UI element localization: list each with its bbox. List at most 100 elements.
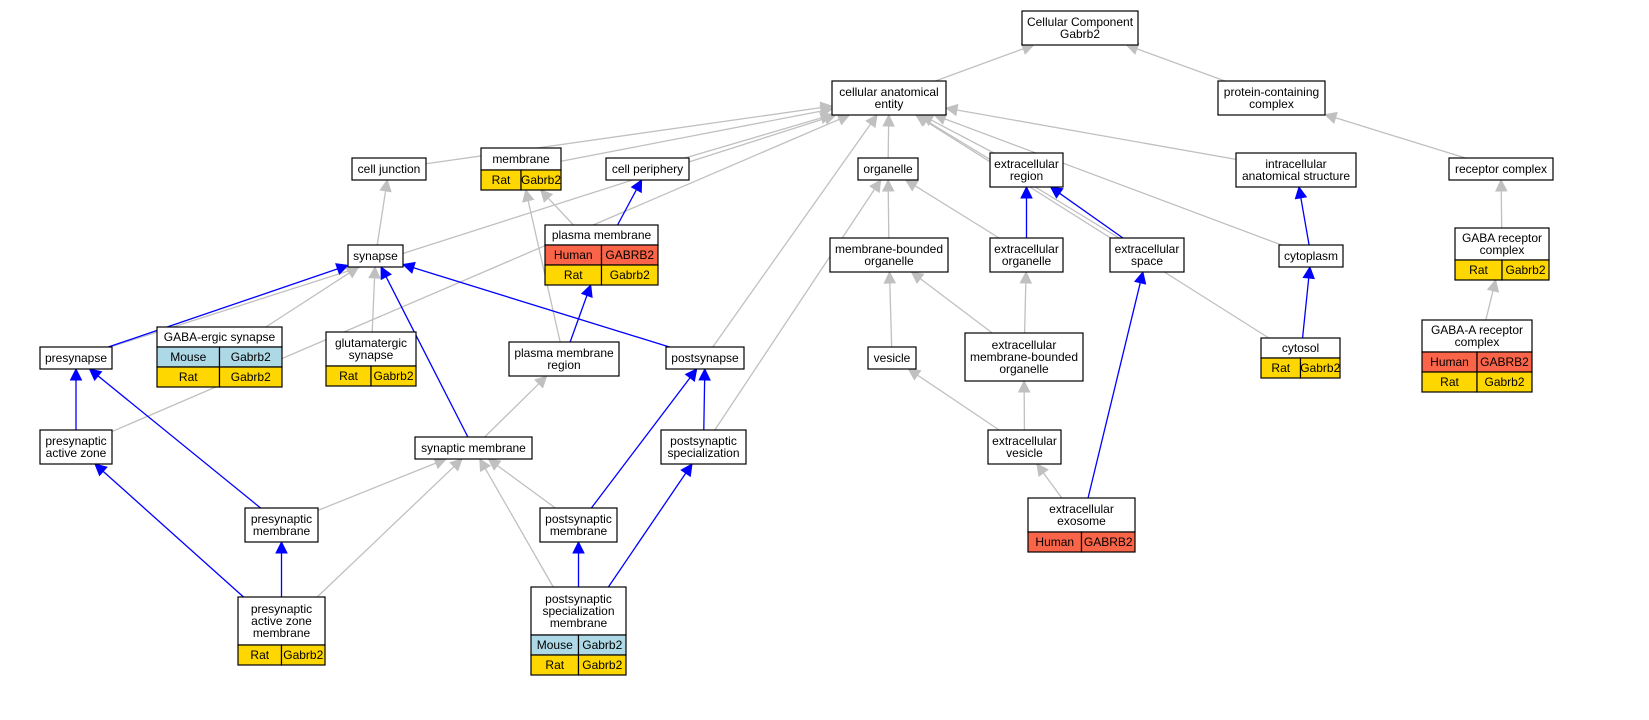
edge-glu-to-syn: [368, 265, 381, 333]
term-node-rc[interactable]: receptor complex: [1448, 157, 1554, 181]
edge-syn-to-cj: [376, 178, 392, 246]
term-box[interactable]: [1109, 237, 1185, 273]
term-label: membrane: [550, 524, 608, 538]
edge-prem-to-sm: [317, 457, 448, 511]
edge-line: [590, 377, 691, 509]
edge-arrowhead: [380, 266, 392, 281]
term-box[interactable]: [325, 331, 417, 367]
edge-mbo-to-org: [882, 178, 895, 239]
term-box[interactable]: [1448, 157, 1554, 181]
term-box[interactable]: [347, 244, 404, 268]
term-box[interactable]: [539, 507, 618, 543]
term-label: specialization: [667, 446, 739, 460]
edge-arrowhead: [401, 261, 416, 274]
term-box[interactable]: [1235, 152, 1357, 188]
edge-line: [917, 374, 1000, 431]
term-box[interactable]: [1027, 497, 1136, 533]
term-node-cj[interactable]: cell junction: [351, 157, 427, 181]
edge-line: [714, 188, 876, 431]
term-box[interactable]: [414, 436, 533, 460]
species-label: Human: [1035, 535, 1074, 549]
edge-arrowhead: [698, 367, 711, 381]
term-node-syn[interactable]: synapse: [347, 244, 404, 268]
term-node-post[interactable]: postsynapse: [665, 346, 745, 370]
gene-cell: [600, 264, 659, 286]
term-box[interactable]: [1021, 10, 1139, 46]
term-label: glutamatergic: [335, 336, 407, 350]
term-box[interactable]: [829, 237, 949, 273]
gene-label: Gabrb2: [373, 369, 413, 383]
edge-pmr-to-mem: [522, 188, 561, 343]
term-label: plasma membrane: [514, 346, 614, 360]
term-box[interactable]: [665, 346, 745, 370]
gene-label: Gabrb2: [231, 370, 271, 384]
term-box[interactable]: [857, 157, 919, 181]
term-label: extracellular: [992, 434, 1057, 448]
term-box[interactable]: [831, 80, 947, 116]
term-box[interactable]: [660, 429, 747, 465]
term-box[interactable]: [39, 346, 113, 370]
term-box[interactable]: [351, 157, 427, 181]
gene-label: Gabrb2: [521, 173, 561, 187]
term-box[interactable]: [39, 429, 113, 465]
term-box[interactable]: [987, 429, 1062, 465]
term-box[interactable]: [964, 332, 1084, 382]
edge-arrowhead: [1019, 270, 1033, 284]
edge-garc-to-grc: [1485, 278, 1500, 321]
term-node-cp[interactable]: cell periphery: [605, 157, 690, 181]
gene-cell: [577, 654, 627, 676]
term-box[interactable]: [1278, 244, 1344, 268]
term-label: membrane-bounded: [970, 350, 1078, 364]
species-label: Rat: [564, 268, 583, 282]
term-box[interactable]: [989, 152, 1064, 188]
edge-pazm-to-prem: [275, 540, 288, 597]
term-box[interactable]: [508, 341, 620, 377]
gene-label: Gabrb2: [610, 268, 650, 282]
term-box[interactable]: [244, 507, 319, 543]
edge-layer: [69, 43, 1508, 598]
term-node-cyto[interactable]: cytoplasm: [1278, 244, 1344, 268]
term-node-org[interactable]: organelle: [857, 157, 919, 181]
term-node-sm[interactable]: synaptic membrane: [414, 436, 533, 460]
term-box[interactable]: [989, 237, 1064, 273]
term-box[interactable]: [1217, 80, 1326, 116]
term-box[interactable]: [530, 586, 627, 636]
term-node-ves[interactable]: vesicle: [867, 346, 917, 370]
term-box[interactable]: [1454, 227, 1550, 261]
term-box[interactable]: [605, 157, 690, 181]
term-box[interactable]: [867, 346, 917, 370]
edge-arrowhead: [1323, 111, 1338, 125]
edge-pazm-to-paz: [94, 463, 244, 598]
term-label: extracellular: [994, 157, 1059, 171]
edge-pre-to-cae: [110, 112, 837, 348]
edge-arrowhead: [1495, 178, 1508, 192]
term-node-pre[interactable]: presynapse: [39, 346, 113, 370]
term-label: postsynaptic: [545, 592, 612, 606]
